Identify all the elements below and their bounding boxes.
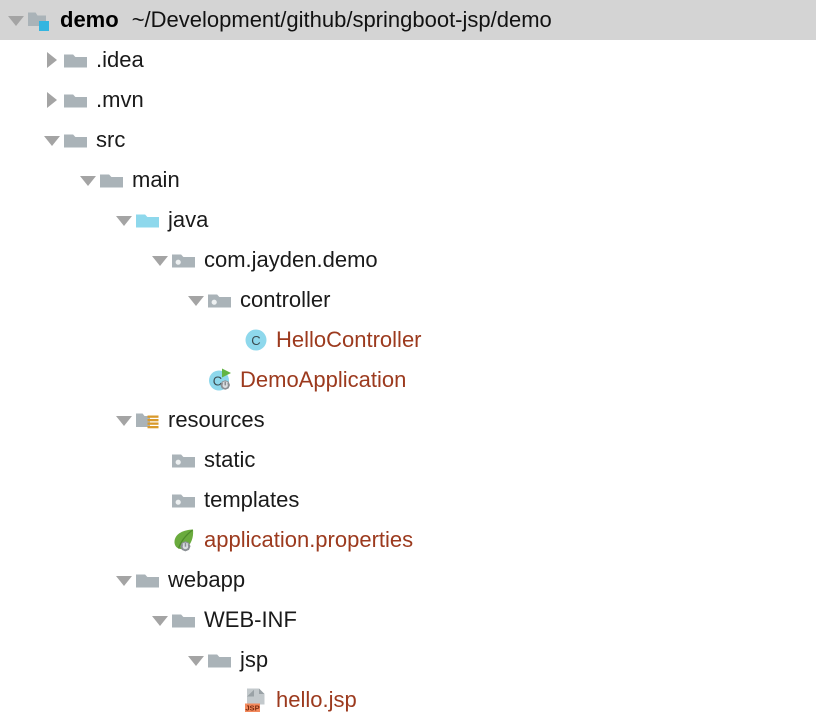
tree-row-label: hello.jsp [276,687,357,712]
tree-row-demo-application[interactable]: C DemoApplication [0,360,816,400]
svg-text:C: C [213,374,222,389]
package-folder-icon [207,287,233,313]
twisty-spacer [149,520,171,560]
twisty-spacer [221,680,243,720]
spring-properties-icon [171,527,197,553]
twisty-spacer [149,480,171,520]
tree-row-label: src [96,127,126,152]
twisty-spacer [149,440,171,480]
tree-row-label: application.properties [204,527,414,552]
tree-row-demo[interactable]: demo ~/Development/github/springboot-jsp/… [0,0,816,40]
package-folder-icon [171,487,197,513]
tree-row-web-inf[interactable]: WEB-INF [0,600,816,640]
chevron-down-icon[interactable] [77,160,99,200]
package-folder-icon [171,247,197,273]
chevron-down-icon[interactable] [149,240,171,280]
tree-row-label: controller [240,287,331,312]
module-folder-icon [27,7,53,33]
folder-icon [99,167,125,193]
tree-row-idea[interactable]: .idea [0,40,816,80]
tree-row-label: DemoApplication [240,367,407,392]
tree-row-label: HelloController [276,327,422,352]
folder-icon [63,47,89,73]
tree-row-application-properties[interactable]: application.properties [0,520,816,560]
java-class-icon: C [243,327,269,353]
resource-root-folder-icon [135,407,161,433]
tree-row-label: main [132,167,180,192]
tree-row-resources[interactable]: resources [0,400,816,440]
tree-row-controller[interactable]: controller [0,280,816,320]
chevron-down-icon[interactable] [113,400,135,440]
tree-row-hello-controller[interactable]: C HelloController [0,320,816,360]
tree-row-label: jsp [240,647,269,672]
chevron-down-icon[interactable] [5,0,27,40]
folder-icon [171,607,197,633]
tree-row-main[interactable]: main [0,160,816,200]
chevron-right-icon[interactable] [41,80,63,120]
spring-boot-runnable-class-icon: C [207,367,233,393]
tree-row-label: resources [168,407,265,432]
folder-icon [63,127,89,153]
package-folder-icon [171,447,197,473]
twisty-spacer [221,320,243,360]
source-root-folder-icon [135,207,161,233]
tree-row-label: webapp [168,567,246,592]
tree-row-label: com.jayden.demo [204,247,378,272]
folder-icon [63,87,89,113]
tree-row-jsp[interactable]: jsp [0,640,816,680]
tree-row-webapp[interactable]: webapp [0,560,816,600]
tree-row-templates[interactable]: templates [0,480,816,520]
folder-icon [135,567,161,593]
tree-row-label: templates [204,487,300,512]
svg-text:C: C [251,333,260,348]
tree-row-label: static [204,447,256,472]
chevron-right-icon[interactable] [41,40,63,80]
chevron-down-icon[interactable] [41,120,63,160]
jsp-file-icon: JSP [243,687,269,713]
tree-row-label: .idea [96,47,144,72]
twisty-spacer [185,360,207,400]
chevron-down-icon[interactable] [185,280,207,320]
tree-row-hello-jsp[interactable]: JSP hello.jsp [0,680,816,720]
tree-row-label: WEB-INF [204,607,297,632]
svg-text:JSP: JSP [245,703,259,712]
tree-row-label: java [168,207,209,232]
chevron-down-icon[interactable] [113,560,135,600]
tree-row-java[interactable]: java [0,200,816,240]
tree-row-static[interactable]: static [0,440,816,480]
tree-row-label: .mvn [96,87,144,112]
chevron-down-icon[interactable] [185,640,207,680]
tree-row-path: ~/Development/github/springboot-jsp/demo [131,7,552,32]
chevron-down-icon[interactable] [149,600,171,640]
tree-row-src[interactable]: src [0,120,816,160]
tree-row-mvn[interactable]: .mvn [0,80,816,120]
tree-row-com-jayden-demo[interactable]: com.jayden.demo [0,240,816,280]
chevron-down-icon[interactable] [113,200,135,240]
folder-icon [207,647,233,673]
tree-row-label: demo [60,7,119,32]
